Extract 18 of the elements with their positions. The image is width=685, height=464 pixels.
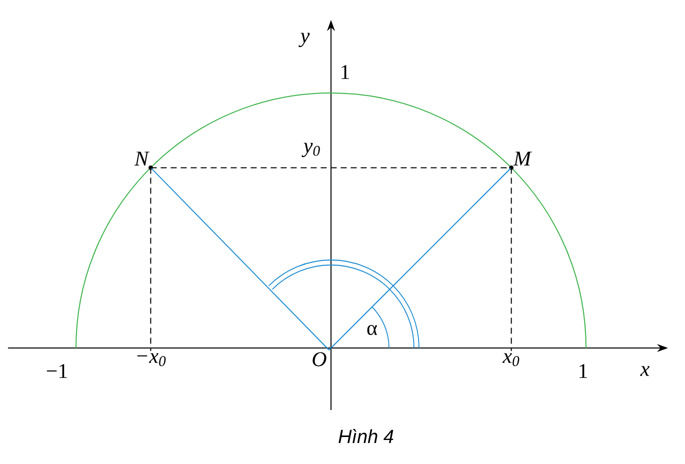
axis-label: −1 xyxy=(46,364,67,378)
axis-label: y xyxy=(298,32,310,48)
caption: Hình 4 xyxy=(338,429,394,443)
axis-label: x xyxy=(640,366,650,376)
axis-label: y$_{0}$ xyxy=(302,142,320,158)
point-label: N xyxy=(134,152,153,170)
axis-label: 1 xyxy=(342,65,349,79)
point-label: −x$_{0}$ xyxy=(137,353,166,366)
point-label: M xyxy=(509,152,532,170)
point-label: x$_{0}$ xyxy=(502,353,520,366)
dashed-line xyxy=(150,167,152,352)
line-segment xyxy=(328,167,512,350)
dashed-line xyxy=(150,167,512,168)
axis-label: 1 xyxy=(580,364,587,378)
axis-label: α xyxy=(367,324,378,336)
point-label: O xyxy=(312,352,326,366)
dashed-line xyxy=(510,167,512,352)
line-segment xyxy=(150,167,330,350)
